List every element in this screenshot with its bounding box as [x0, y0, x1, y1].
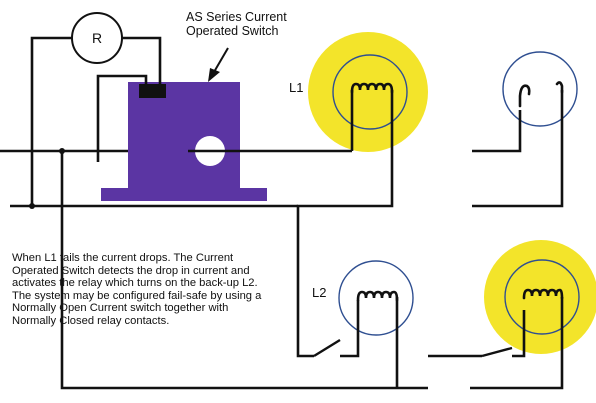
- switch-terminal-block: [139, 84, 166, 98]
- callout-arrow-head: [208, 68, 220, 82]
- junction-dot-2: [29, 203, 35, 209]
- filaments: [350, 81, 564, 302]
- callout-arrow-line: [213, 47, 229, 73]
- junction-dot-1: [59, 148, 65, 154]
- relay-r-label: R: [92, 30, 102, 46]
- relay-contacts: [313, 338, 513, 358]
- lamp-lower-right-globe: [504, 259, 580, 335]
- callout-line-2: Operated Switch: [186, 24, 279, 38]
- description-text: When L1 fails the current drops. The Cur…: [12, 252, 262, 328]
- lamp-l1-label: L1: [289, 80, 303, 95]
- lamp-l2-label: L2: [312, 285, 326, 300]
- switch-callout: AS Series Current Operated Switch: [186, 10, 326, 38]
- lamp-l1-glow: [308, 32, 428, 152]
- description-para-2: The system may be configured fail-safe b…: [12, 289, 262, 327]
- wires: [0, 36, 564, 390]
- callout-line-1: AS Series Current: [186, 10, 287, 24]
- lamp-upper-right-globe: [502, 51, 578, 127]
- lamp-lower-right-glow: [484, 240, 596, 354]
- current-switch-body: [101, 82, 267, 201]
- description-para-1: When L1 fails the current drops. The Cur…: [12, 252, 258, 290]
- lamp-l2-globe: [338, 260, 414, 336]
- lamp-l1-globe: [332, 54, 408, 130]
